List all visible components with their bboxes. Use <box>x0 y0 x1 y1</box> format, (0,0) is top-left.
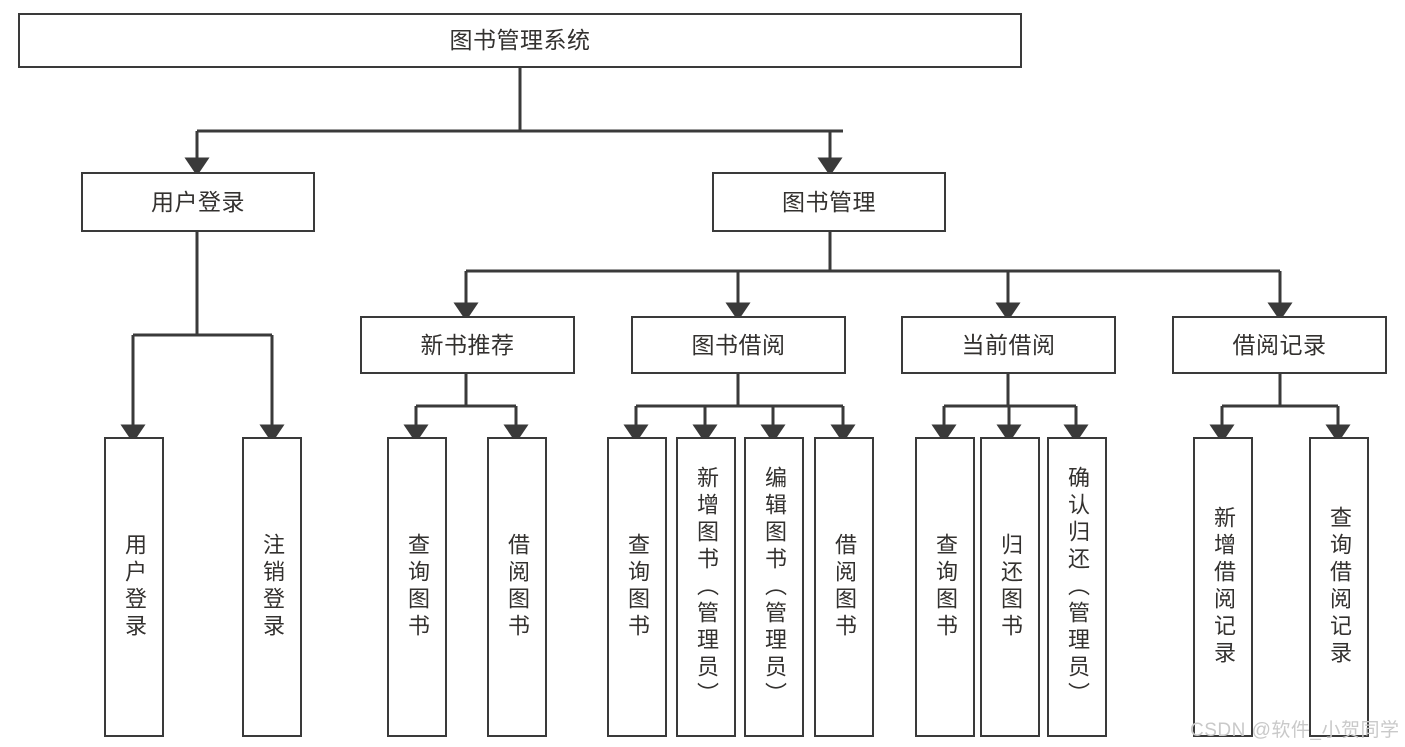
node-leaf-query-book-2[interactable]: 查询图书 <box>607 437 667 737</box>
node-leaf-return-book-label: 归还图书 <box>998 533 1023 641</box>
node-book-borrow-label: 图书借阅 <box>691 331 786 358</box>
csdn-watermark: CSDN @软件_小贺同学 <box>1190 720 1400 741</box>
node-new-book-recommend-label: 新书推荐 <box>420 331 515 358</box>
node-user-login[interactable]: 用户登录 <box>81 172 315 232</box>
node-leaf-edit-book-label: 编辑图书（管理员） <box>762 465 787 709</box>
node-leaf-user-login-label: 用户登录 <box>122 533 147 641</box>
node-leaf-query-record[interactable]: 查询借阅记录 <box>1309 437 1369 737</box>
node-leaf-query-book-3[interactable]: 查询图书 <box>915 437 975 737</box>
node-leaf-return-book[interactable]: 归还图书 <box>980 437 1040 737</box>
node-leaf-confirm-return-label: 确认归还（管理员） <box>1065 465 1090 709</box>
node-leaf-query-book-3-label: 查询图书 <box>933 533 958 641</box>
node-user-login-label: 用户登录 <box>151 188 245 215</box>
node-book-manage-label: 图书管理 <box>782 188 876 215</box>
node-leaf-confirm-return[interactable]: 确认归还（管理员） <box>1047 437 1107 737</box>
node-current-borrow[interactable]: 当前借阅 <box>901 316 1116 374</box>
node-leaf-query-record-label: 查询借阅记录 <box>1327 506 1352 668</box>
node-root[interactable]: 图书管理系统 <box>18 13 1022 68</box>
node-book-manage[interactable]: 图书管理 <box>712 172 946 232</box>
node-leaf-logout-login-label: 注销登录 <box>260 533 285 641</box>
node-leaf-user-login[interactable]: 用户登录 <box>104 437 164 737</box>
node-leaf-borrow-book-1-label: 借阅图书 <box>505 533 530 641</box>
node-current-borrow-label: 当前借阅 <box>961 331 1056 358</box>
node-leaf-borrow-book-2-label: 借阅图书 <box>832 533 857 641</box>
node-leaf-edit-book[interactable]: 编辑图书（管理员） <box>744 437 804 737</box>
node-leaf-borrow-book-2[interactable]: 借阅图书 <box>814 437 874 737</box>
node-new-book-recommend[interactable]: 新书推荐 <box>360 316 575 374</box>
node-book-borrow[interactable]: 图书借阅 <box>631 316 846 374</box>
node-borrow-record-label: 借阅记录 <box>1232 331 1327 358</box>
node-leaf-add-record-label: 新增借阅记录 <box>1211 506 1236 668</box>
node-root-label: 图书管理系统 <box>449 27 591 53</box>
node-leaf-add-record[interactable]: 新增借阅记录 <box>1193 437 1253 737</box>
node-leaf-add-book[interactable]: 新增图书（管理员） <box>676 437 736 737</box>
node-leaf-query-book-1-label: 查询图书 <box>405 533 430 641</box>
node-borrow-record[interactable]: 借阅记录 <box>1172 316 1387 374</box>
node-leaf-borrow-book-1[interactable]: 借阅图书 <box>487 437 547 737</box>
node-leaf-query-book-1[interactable]: 查询图书 <box>387 437 447 737</box>
node-leaf-logout-login[interactable]: 注销登录 <box>242 437 302 737</box>
node-leaf-add-book-label: 新增图书（管理员） <box>694 465 719 709</box>
node-leaf-query-book-2-label: 查询图书 <box>625 533 650 641</box>
